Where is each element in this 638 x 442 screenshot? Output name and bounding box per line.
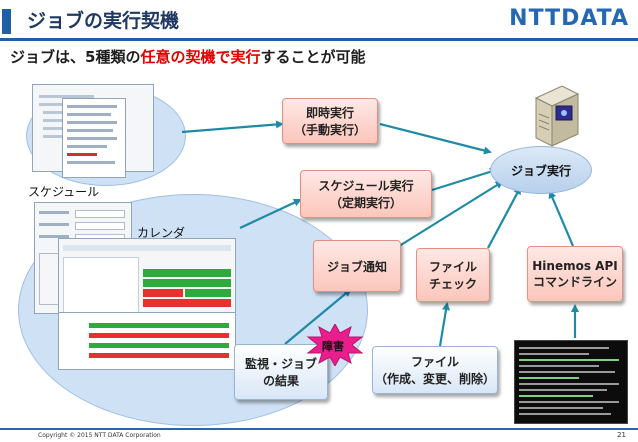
trigger-immediate: 即時実行 （手動実行）: [282, 98, 378, 144]
copyright: Copyright © 2015 NTT DATA Corporation: [38, 432, 161, 439]
source-monitor-result: 監視・ジョブ の結果: [234, 344, 328, 400]
trigger-schedule-line1: スケジュール実行: [318, 179, 414, 193]
context-menu-screenshot: [62, 98, 126, 178]
page-number: 21: [617, 431, 626, 439]
trigger-job-notify: ジョブ通知: [313, 240, 401, 292]
source-file-line2: （作成、変更、削除）: [374, 372, 495, 386]
footer-divider: [0, 428, 638, 430]
trigger-immediate-line2: （手動実行）: [293, 123, 366, 137]
trigger-file-check-line1: ファイル: [428, 260, 477, 274]
trigger-immediate-line1: 即時実行: [305, 106, 354, 120]
schedule-label: スケジュール: [28, 185, 100, 199]
fault-label: 障害: [322, 340, 344, 353]
subtitle: ジョブは、5種類の任意の契機で実行することが可能: [10, 46, 365, 67]
arrow-calendar-to-schedule: [239, 198, 302, 229]
source-file-line1: ファイル: [410, 355, 459, 369]
command-line-screenshot: [514, 340, 628, 424]
source-monitor-line1: 監視・ジョブ: [244, 357, 317, 371]
server-icon: [534, 85, 580, 147]
header-accent-bar: [2, 9, 11, 34]
job-run-node: ジョブ実行: [490, 146, 592, 194]
trigger-file-check-line2: チェック: [428, 277, 477, 291]
trigger-schedule-line2: （定期実行）: [329, 196, 402, 210]
trigger-job-notify-label: ジョブ通知: [326, 259, 387, 274]
calendar-timeline-screenshot: [58, 312, 236, 370]
arrow-api-to-jobrun: [548, 190, 575, 247]
trigger-schedule: スケジュール実行 （定期実行）: [300, 170, 432, 218]
fault-burst-icon: [306, 324, 364, 366]
trigger-api: Hinemos API コマンドライン: [527, 246, 623, 302]
arrow-immediate-to-jobrun: [379, 122, 492, 155]
page-title: ジョブの実行契機: [27, 10, 180, 32]
source-file: ファイル （作成、変更、削除）: [372, 346, 498, 394]
subtitle-part3: することが可能: [260, 48, 366, 66]
trigger-api-line1: Hinemos API: [532, 258, 618, 273]
arrow-schedule-to-jobrun: [431, 167, 498, 192]
arrow-filecheck-to-jobrun: [487, 186, 521, 249]
arrow-ui-to-immediate: [181, 120, 284, 134]
trigger-api-line2: コマンドライン: [532, 274, 617, 289]
trigger-file-check: ファイル チェック: [416, 248, 490, 302]
arrow-notify-to-jobrun: [395, 180, 504, 249]
calendar-label: カレンダ: [137, 226, 186, 240]
subtitle-highlight: 任意の契機で実行: [140, 48, 261, 66]
job-run-label: ジョブ実行: [510, 163, 571, 178]
source-monitor-line2: の結果: [262, 374, 299, 388]
ntt-data-logo: NTTDATA: [509, 6, 629, 31]
arrow-file-to-filecheck: [438, 302, 450, 347]
arrow-monitor-to-notify: [284, 288, 352, 345]
subtitle-part1: ジョブは、5種類の: [10, 48, 141, 66]
header-divider: [0, 38, 638, 41]
